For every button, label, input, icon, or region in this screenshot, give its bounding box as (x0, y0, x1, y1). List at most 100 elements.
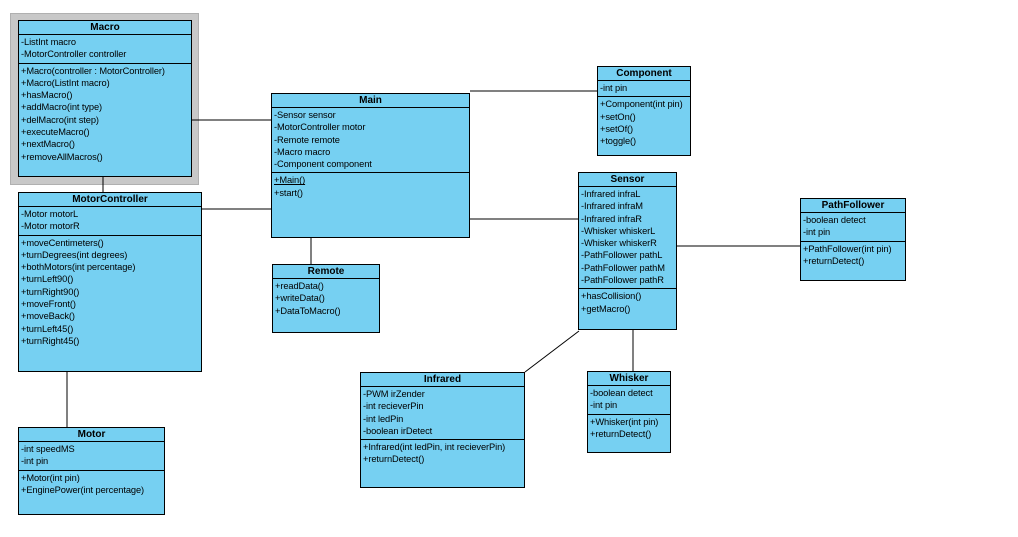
member-row: -PathFollower pathM (581, 262, 665, 273)
member-row: +hasMacro() (21, 90, 73, 101)
member-row: +returnDetect() (590, 428, 652, 439)
member-row: -int pin (803, 227, 831, 238)
member-row: +returnDetect() (363, 454, 425, 465)
member-row: -int pin (21, 456, 49, 467)
class-box-main[interactable]: Main -Sensor sensor -MotorController moto… (271, 93, 470, 238)
member-row: -MotorController controller (21, 49, 127, 60)
member-row: -Infrared infraM (581, 201, 643, 212)
member-row: +Macro(ListInt macro) (21, 77, 110, 88)
member-row: -Motor motorL (21, 209, 79, 219)
class-box-component[interactable]: Component -int pin +Component(int pin)+s… (597, 66, 691, 156)
member-row: +turnRight90() (21, 286, 80, 297)
member-row: +Component(int pin) (600, 99, 683, 110)
member-row: +start() (274, 187, 303, 198)
class-methods: +Macro(controller : MotorController)+Mac… (19, 64, 191, 176)
member-row: -Sensor sensor (274, 110, 336, 120)
member-row: +PathFollower(int pin) (803, 243, 892, 254)
class-title: Whisker (588, 372, 670, 386)
connector-sensor-infrared[interactable] (524, 330, 580, 373)
class-title: Infrared (361, 373, 524, 387)
member-row: -boolean irDetect (363, 425, 433, 436)
class-attributes: -boolean detect -int pin (801, 213, 905, 242)
member-row: +executeMacro() (21, 127, 90, 138)
class-box-remote[interactable]: Remote +readData() +writeData()+DataToMac… (272, 264, 380, 333)
class-attributes: -Sensor sensor-MotorController motor-Rem… (272, 108, 469, 174)
class-methods: +Main()+start() (272, 173, 469, 237)
class-title: Macro (19, 21, 191, 35)
member-row: +setOn() (600, 111, 636, 122)
member-row: +setOf() (600, 123, 634, 134)
member-row: +moveFront() (21, 299, 76, 310)
member-row: +getMacro() (581, 303, 631, 314)
member-row: -PathFollower pathR (581, 275, 664, 286)
member-row: -Macro macro (274, 146, 331, 157)
member-row: -PWM irZender (363, 389, 425, 399)
class-box-macro[interactable]: Macro -ListInt macro -MotorController con… (18, 20, 192, 177)
member-row: -Motor motorR (21, 221, 80, 232)
member-row: +moveBack() (21, 311, 75, 322)
member-row: +turnRight45() (21, 335, 80, 346)
member-row: -int pin (600, 83, 628, 93)
class-title: Main (272, 94, 469, 108)
class-methods: +Component(int pin)+setOn()+setOf()+togg… (598, 97, 690, 155)
class-attributes: -ListInt macro -MotorController controlle… (19, 35, 191, 64)
member-row: +Whisker(int pin) (590, 416, 659, 427)
member-row: +Main() (274, 175, 306, 186)
member-row: +moveCentimeters() (21, 237, 104, 248)
class-attributes: -int pin (598, 81, 690, 98)
class-methods: +Whisker(int pin)+returnDetect() (588, 415, 670, 452)
member-row: -Infrared infraR (581, 213, 642, 224)
class-box-sensor[interactable]: Sensor -Infrared infraL-Infrared infraM-… (578, 172, 677, 330)
member-row: +DataToMacro() (275, 305, 341, 316)
member-row: +EnginePower(int percentage) (21, 484, 145, 495)
member-row: +turnDegrees(int degrees) (21, 249, 128, 260)
class-box-motorcontroller[interactable]: MotorController -Motor motorL-Motor moto… (18, 192, 202, 372)
member-row: +bothMotors(int percentage) (21, 262, 136, 273)
class-methods: +PathFollower(int pin)+returnDetect() (801, 242, 905, 280)
member-row: -int pin (590, 400, 618, 411)
member-row: +Infrared(int ledPin, int recieverPin) (363, 442, 506, 453)
class-box-infrared[interactable]: Infrared -PWM irZender -int recieverPin-i… (360, 372, 525, 488)
class-box-motor[interactable]: Motor -int speedMS -int pin +Motor(int pi… (18, 427, 165, 515)
class-box-pathfollower[interactable]: PathFollower -boolean detect -int pin +Pa… (800, 198, 906, 281)
class-title: Remote (273, 265, 379, 279)
class-attributes: -boolean detect -int pin (588, 386, 670, 415)
class-methods: +Motor(int pin)+EnginePower(int percenta… (19, 471, 164, 514)
class-attributes: -Motor motorL -Motor motorR (19, 207, 201, 236)
class-title: PathFollower (801, 199, 905, 213)
member-row: +delMacro(int step) (21, 114, 99, 125)
class-methods: +readData() +writeData()+DataToMacro() (273, 279, 379, 332)
member-row: -int recieverPin (363, 401, 424, 412)
member-row: +Macro(controller : MotorController) (21, 65, 165, 76)
class-title: Component (598, 67, 690, 81)
member-row: -boolean detect (590, 388, 653, 398)
member-row: +hasCollision() (581, 291, 642, 302)
member-row: -Whisker whiskerR (581, 238, 657, 249)
member-row: -Component component (274, 159, 372, 170)
class-title: Motor (19, 428, 164, 442)
class-methods: +moveCentimeters()+turnDegrees(int degre… (19, 236, 201, 371)
class-attributes: -int speedMS -int pin (19, 442, 164, 471)
member-row: -ListInt macro (21, 37, 76, 47)
member-row: +writeData() (275, 293, 325, 304)
class-attributes: -Infrared infraL -Infrared infraM-Infrare… (579, 187, 676, 290)
member-row: -Infrared infraL (581, 189, 641, 199)
member-row: +removeAllMacros() (21, 151, 103, 162)
member-row: -MotorController motor (274, 122, 366, 133)
class-title: Sensor (579, 173, 676, 187)
member-row: -Whisker whiskerL (581, 225, 656, 236)
member-row: +turnLeft45() (21, 323, 74, 334)
member-row: -PathFollower pathL (581, 250, 663, 261)
class-box-whisker[interactable]: Whisker -boolean detect -int pin +Whisker… (587, 371, 671, 453)
member-row: -int speedMS (21, 444, 75, 454)
member-row: -int ledPin (363, 413, 404, 424)
member-row: +turnLeft90() (21, 274, 74, 285)
member-row: +readData() (275, 281, 324, 291)
member-row: +Motor(int pin) (21, 472, 80, 483)
member-row: -boolean detect (803, 215, 866, 225)
member-row: +nextMacro() (21, 139, 75, 150)
member-row: +addMacro(int type) (21, 102, 103, 113)
class-methods: +hasCollision()+getMacro() (579, 289, 676, 329)
